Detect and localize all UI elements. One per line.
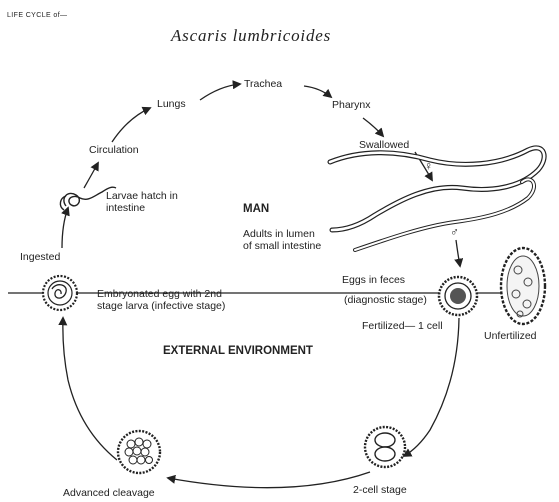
arrow-adults-to-eggs [456, 240, 460, 266]
label-fertilized: Fertilized— 1 cell [362, 320, 443, 332]
unfertilized-egg-illustration [501, 248, 545, 324]
label-man: MAN [243, 203, 269, 215]
arrow-larvae-to-circulation [84, 163, 98, 188]
female-symbol: ♀ [424, 160, 433, 172]
adult-worms-illustration [330, 148, 544, 250]
label-adults-2: of small intestine [243, 240, 321, 252]
page-header: LIFE CYCLE of— [7, 12, 67, 19]
arrow-pharynx-to-swallowed [363, 118, 383, 136]
two-cell-egg-illustration [365, 427, 405, 467]
label-trachea: Trachea [244, 78, 282, 90]
label-larvae-hatch-1: Larvae hatch in [106, 190, 178, 202]
arrow-lungs-to-trachea [200, 84, 240, 100]
label-larvae-hatch-2: intestine [106, 202, 145, 214]
label-eggs-in-feces: Eggs in feces [342, 274, 405, 286]
label-advanced-cleavage: Advanced cleavage [63, 487, 155, 499]
label-ingested: Ingested [20, 251, 60, 263]
arrow-circulation-to-lungs [112, 108, 150, 142]
arrow-cleavage-to-embryonated [63, 318, 117, 460]
male-symbol: ♂ [450, 226, 459, 238]
label-adults-1: Adults in lumen [243, 228, 315, 240]
diagram-title: Ascaris lumbricoides [171, 26, 331, 46]
label-circulation: Circulation [89, 144, 139, 156]
label-lungs: Lungs [157, 98, 186, 110]
advanced-cleavage-egg-illustration [118, 431, 160, 473]
arrow-two-cell-to-cleavage [168, 472, 370, 488]
fertilized-egg-illustration [439, 277, 477, 315]
label-external-environment: EXTERNAL ENVIRONMENT [163, 345, 313, 357]
arrow-trachea-to-pharynx [304, 86, 331, 97]
embryonated-egg-illustration [43, 276, 77, 310]
label-swallowed: Swallowed [359, 139, 409, 151]
label-pharynx: Pharynx [332, 99, 371, 111]
arrow-ingested-to-larvae [62, 208, 68, 248]
arrow-fertilized-to-two-cell [404, 318, 459, 456]
label-two-cell-stage: 2-cell stage [353, 484, 407, 496]
label-diagnostic-stage: (diagnostic stage) [344, 294, 427, 306]
label-embryonated-egg: Embryonated egg with 2nd stage larva (in… [97, 288, 235, 312]
label-unfertilized: Unfertilized [484, 330, 537, 342]
